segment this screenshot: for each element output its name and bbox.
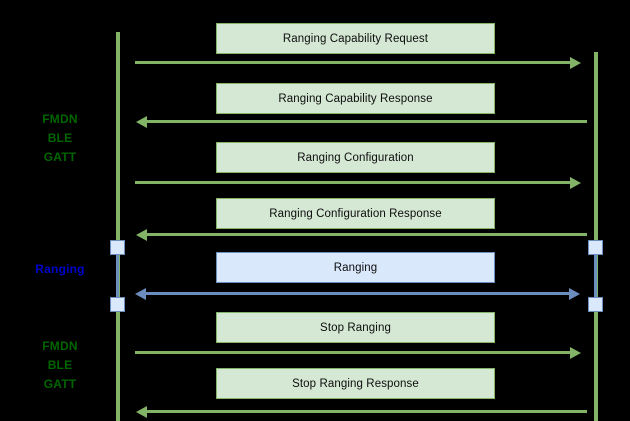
activation-box-left-start[interactable] <box>110 240 125 255</box>
message-arrow-shaft-2 <box>147 120 587 123</box>
phase-label-ranging: Ranging <box>35 262 85 276</box>
right-lifeline <box>594 52 598 421</box>
message-box-ranging-configuration[interactable]: Ranging Configuration <box>216 142 495 173</box>
message-arrow-head-right-6 <box>570 346 581 359</box>
message-arrow-head-right-5 <box>569 287 580 300</box>
message-arrow-shaft-3 <box>135 181 572 184</box>
message-arrow-head-left-2 <box>136 115 147 128</box>
message-box-stop-ranging[interactable]: Stop Ranging <box>216 312 495 343</box>
activation-bar-left <box>116 246 119 304</box>
message-arrow-head-left-5 <box>135 287 146 300</box>
message-arrow-shaft-6 <box>135 351 572 354</box>
message-box-ranging-capability-request[interactable]: Ranging Capability Request <box>216 23 495 54</box>
activation-bar-right <box>594 246 597 304</box>
message-box-stop-ranging-response[interactable]: Stop Ranging Response <box>216 368 495 399</box>
message-arrow-head-left-4 <box>136 228 147 241</box>
phase-label-gatt-bottom: FMDN BLE GATT <box>42 339 78 391</box>
message-arrow-shaft-7 <box>147 410 587 413</box>
message-box-ranging-configuration-response[interactable]: Ranging Configuration Response <box>216 198 495 229</box>
phase-label-gatt-top: FMDN BLE GATT <box>42 112 78 164</box>
activation-box-left-end[interactable] <box>110 297 125 312</box>
message-arrow-shaft-5 <box>146 292 570 295</box>
message-box-ranging[interactable]: Ranging <box>216 252 495 283</box>
message-arrow-shaft-1 <box>135 61 572 64</box>
activation-box-right-start[interactable] <box>588 240 603 255</box>
message-arrow-head-left-7 <box>136 405 147 418</box>
message-box-ranging-capability-response[interactable]: Ranging Capability Response <box>216 83 495 114</box>
activation-box-right-end[interactable] <box>588 297 603 312</box>
message-arrow-shaft-4 <box>147 233 587 236</box>
left-lifeline <box>116 32 120 421</box>
message-arrow-head-right-3 <box>570 176 581 189</box>
message-arrow-head-right-1 <box>570 56 581 69</box>
